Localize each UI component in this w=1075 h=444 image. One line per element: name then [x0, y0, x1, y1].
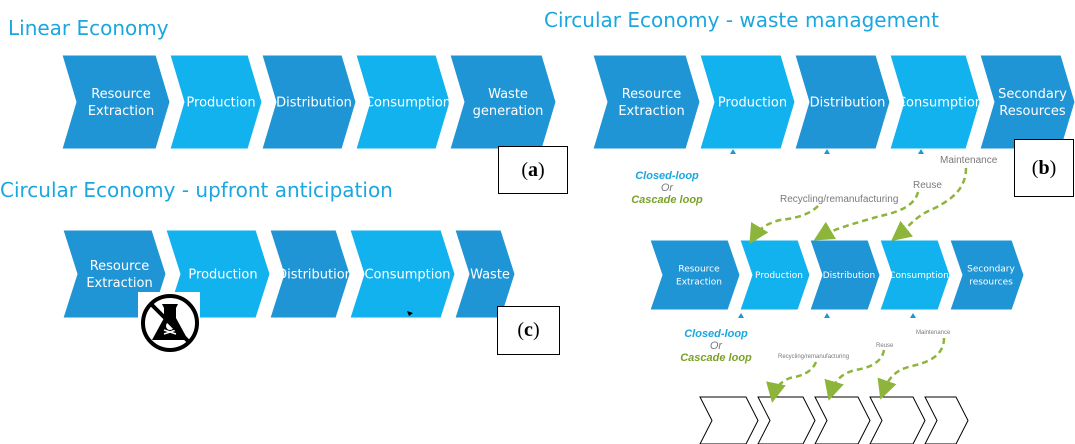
panel-b-label-letter: b: [1038, 156, 1050, 179]
panel-b-bottom-stage-4-label: Consumption: [889, 271, 949, 281]
panel-a-stage-4-label: Consumption: [365, 96, 451, 111]
panel-b-top-stage-4-label: Consumption: [897, 96, 983, 111]
marker-triangle: [738, 313, 744, 318]
or-label-2: Or: [709, 340, 723, 352]
reuse-arrow: [813, 191, 920, 241]
closed-loop-label-2: Closed-loop: [684, 328, 748, 340]
loop-legend-top: Closed-loop Or Cascade loop: [612, 170, 722, 206]
loop-arrows-top: [749, 167, 968, 245]
panel-b-top-stage-1: [592, 54, 701, 150]
panel-c-title: Circular Economy - upfront anticipation: [0, 178, 393, 202]
marker-triangle: [730, 149, 736, 154]
panel-c-stage-3-label: Distribution: [277, 268, 353, 283]
panel-c-label-open: (: [517, 319, 525, 341]
panel-c-stage-5-label: Waste: [470, 268, 510, 283]
cursor-mark: [407, 311, 413, 316]
panel-a-label-close: ): [538, 158, 545, 181]
recycling-label-2: Recycling/remanufacturing: [778, 354, 849, 360]
recycling-arrow: [749, 205, 819, 245]
panel-c-stage-4: [349, 229, 456, 319]
recycling-arrow-2: [766, 361, 818, 403]
panel-a-stage-5-label: generation: [473, 104, 544, 119]
panel-b-top-stage-2-label: Production: [718, 96, 787, 111]
reuse-arrow-2: [824, 349, 886, 401]
no-hazardous-substance-icon: [138, 292, 200, 354]
panel-b-bottom-stage-3: [809, 239, 881, 311]
panel-a-stage-5-label: Waste: [488, 87, 528, 102]
panel-b-label-open: (: [1031, 156, 1039, 179]
panel-b-bottom-stage-1-label: Resource: [678, 265, 720, 275]
panel-b-bottom-stage-5-label: Secondary: [967, 265, 1015, 275]
panel-b-top-stage-3: [794, 54, 891, 150]
or-label: Or: [660, 182, 674, 194]
panel-b-label-close: ): [1049, 156, 1057, 179]
panel-a-stage-3-label: Distribution: [276, 96, 352, 111]
recycling-label: Recycling/remanufacturing: [780, 194, 898, 205]
panel-c-stage-1-label: Resource: [90, 259, 150, 274]
panel-b-bottom-stage-1: [649, 239, 741, 311]
maintenance-arrow-2: [877, 337, 946, 400]
panel-a-stage-2-label: Production: [186, 96, 255, 111]
panel-b-top-stage-5-label: Secondary: [998, 87, 1067, 102]
loop-arrows-bottom: [766, 337, 946, 403]
panel-b-title: Circular Economy - waste management: [544, 8, 939, 32]
panel-a-stage-3: [261, 54, 357, 150]
panel-b-outline-stage-3: [814, 396, 871, 444]
panel-b-bottom-stage-3-label: Distribution: [823, 271, 876, 281]
panel-c-stage-1-label: Extraction: [86, 276, 152, 291]
panel-a-stage-1: [61, 54, 171, 150]
panel-b-outline-stage-5: [924, 396, 969, 444]
panel-b-bottom-stage-1-label: Extraction: [676, 278, 722, 288]
panel-b-label: (b): [1014, 139, 1074, 197]
panel-b-bottom-stage-2: [739, 239, 811, 311]
closed-loop-label: Closed-loop: [635, 170, 699, 182]
marker-triangle: [918, 149, 924, 154]
panel-b-outline-stage-2: [757, 396, 816, 444]
panel-c-stage-4-label: Consumption: [364, 268, 450, 283]
panel-c-stage-2-label: Production: [188, 268, 257, 283]
cascade-loop-label-2: Cascade loop: [680, 352, 752, 364]
panel-c-label-close: ): [532, 319, 540, 341]
panel-b-outline-stage-1: [699, 396, 759, 444]
marker-triangle: [824, 149, 830, 154]
panel-b-bottom-stage-5: [949, 239, 1025, 311]
maintenance-label: Maintenance: [940, 155, 998, 166]
panel-b-top-stage-1-label: Extraction: [618, 104, 684, 119]
panel-b-outline-stage-4: [869, 396, 926, 444]
panel-a-stage-1-label: Extraction: [88, 104, 154, 119]
panel-c-stage-3: [269, 229, 351, 319]
panel-b-top-stage-3-label: Distribution: [810, 96, 886, 111]
panel-a-label-open: (: [521, 158, 528, 181]
panel-b-bottom-stage-2-label: Production: [755, 271, 803, 281]
panel-a-stage-4: [355, 54, 451, 150]
panel-b-bottom-stage-4: [879, 239, 951, 311]
panel-b-markers-top: [730, 149, 924, 318]
maintenance-arrow: [891, 167, 968, 242]
panel-a-title: Linear Economy: [8, 16, 169, 40]
panel-b-bottom-stage-5-label: resources: [969, 278, 1013, 288]
panel-a-label: (a): [498, 146, 568, 194]
panel-b-top-stage-5-label: Resources: [999, 104, 1066, 119]
panel-c-label-letter: c: [524, 319, 533, 341]
marker-triangle: [824, 313, 830, 318]
panel-a-label-letter: a: [528, 158, 538, 181]
reuse-label-2: Reuse: [876, 343, 894, 349]
maintenance-label-2: Maintenance: [916, 330, 951, 336]
panel-b-top-stage-1-label: Resource: [622, 87, 682, 102]
panel-b-top-stage-4: [889, 54, 981, 150]
panel-b-top-stage-2: [699, 54, 796, 150]
panel-b-value-chain-outline: [699, 396, 969, 444]
marker-triangle: [910, 313, 916, 318]
reuse-label: Reuse: [913, 180, 942, 191]
panel-a-stage-2: [169, 54, 263, 150]
loop-legend-bottom: Closed-loop Or Cascade loop: [663, 328, 769, 364]
cascade-loop-label: Cascade loop: [631, 194, 703, 206]
panel-c-label: (c): [497, 306, 560, 355]
panel-a-stage-1-label: Resource: [91, 87, 151, 102]
